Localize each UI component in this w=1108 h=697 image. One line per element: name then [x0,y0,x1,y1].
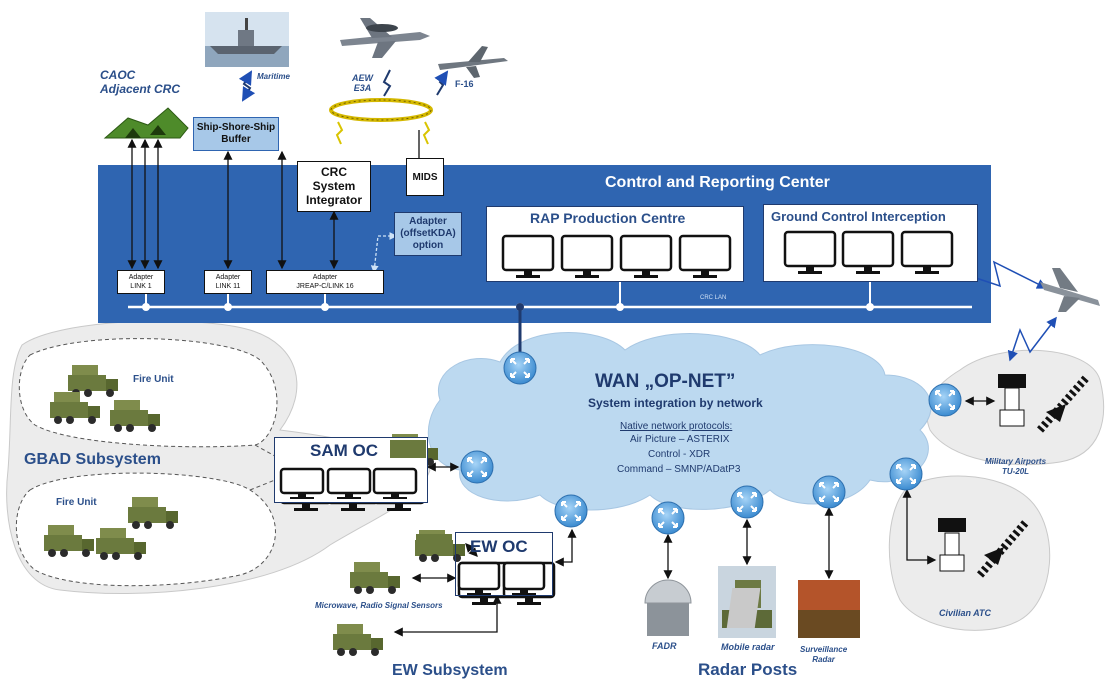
mids-label: MIDS [412,172,438,183]
adapter-kda-box: Adapter (offsetKDA) option [394,212,462,256]
bunker-icon [103,107,189,139]
surveillance-radar-label: Surveillance Radar [800,645,848,664]
radar-posts-title: Radar Posts [698,660,798,679]
adapter-kda-label: Adapter (offsetKDA) option [400,216,456,251]
router-icon [554,494,588,528]
civilian-airport-icon [938,518,1030,578]
router-icon [928,383,962,417]
ship-image [205,12,289,67]
adapter-link1-box: Adapter LINK 1 [117,270,165,294]
integrator-label: CRC System Integrator [305,165,362,207]
mids-box: MIDS [406,158,444,196]
ew-title: EW Subsystem [392,662,508,679]
mobile-radar-label: Mobile radar [721,642,775,652]
ew-oc-title: EW OC [470,537,528,556]
caoc-label: CAOC Adjacent CRC [100,68,181,96]
buffer-label: Ship-Shore-Ship Buffer [196,122,276,145]
sensor-vehicle-icon [350,562,400,594]
fadr-radar-image [644,579,692,636]
adapter-link11-box: Adapter LINK 11 [204,270,252,294]
sam-oc-title: SAM OC [310,441,378,460]
buffer-box: Ship-Shore-Ship Buffer [193,117,279,151]
wan-cloud [427,332,932,511]
protocol-line: Air Picture – ASTERIX [630,434,730,445]
gci-title: Ground Control Interception [771,209,946,224]
router-icon [460,450,494,484]
sensor-vehicle-icon [333,624,383,656]
fire-unit-label: Fire Unit [133,374,174,385]
fire-unit-area-2 [15,472,276,587]
ew-oc-box [455,532,553,596]
civilian-atc-label: Civilian ATC [939,608,992,618]
aew-aircraft-icon [340,18,430,58]
military-airport-icon [998,374,1089,433]
wan-subtitle: System integration by network [588,396,763,410]
f16-aircraft-icon [438,46,508,78]
adapter-link1-label: Adapter LINK 1 [128,274,154,290]
maritime-label: Maritime [257,72,290,81]
router-icon [651,501,685,535]
military-airports-label: Military Airports TU-20L [985,457,1047,476]
router-icon [503,351,537,385]
fire-unit-label: Fire Unit [56,497,97,508]
aew-label: AEW E3A [352,73,373,93]
gbad-title: GBAD Subsystem [24,451,161,468]
wan-title: WAN „OP-NET” [595,371,736,392]
f16-label: F-16 [455,79,474,89]
router-icon [889,457,923,491]
fadr-label: FADR [652,641,677,651]
protocol-line: Control - XDR [648,449,711,460]
protocols-title: Native network protocols: [620,421,733,432]
integrator-box: CRC System Integrator [297,161,371,212]
adapter-link11-label: Adapter LINK 11 [215,274,241,290]
fighter-aircraft-icon [1040,268,1100,312]
adapter-jreap-label: Adapter JREAP-C/LINK 16 [296,274,354,290]
crc-title: Control and Reporting Center [605,174,830,191]
protocol-line: Command – SMNP/ADatP3 [617,464,741,475]
router-icon [812,475,846,509]
ew-sensors-label: Microwave, Radio Signal Sensors [315,601,443,610]
adapter-jreap-box: Adapter JREAP-C/LINK 16 [266,270,384,294]
router-icon [730,485,764,519]
crc-lan-label: CRC LAN [700,295,727,301]
surveillance-radar-image [726,580,860,638]
rap-title: RAP Production Centre [530,210,686,226]
